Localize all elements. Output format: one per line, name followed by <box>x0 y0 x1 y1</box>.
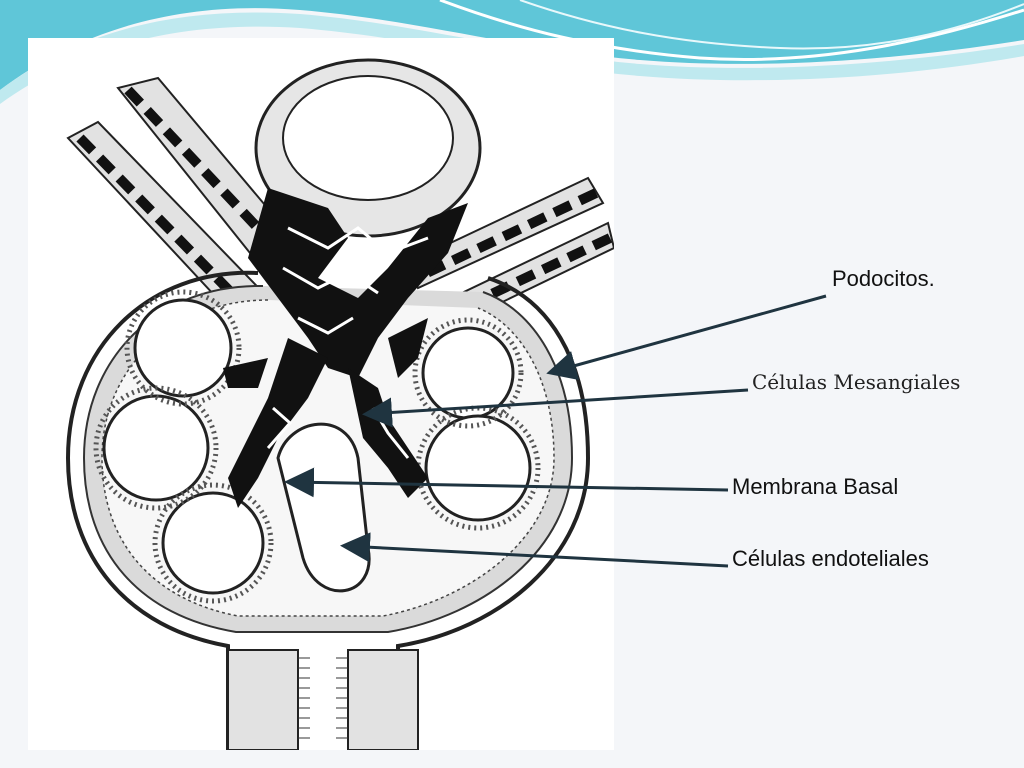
figure-panel <box>28 38 614 750</box>
label-celulas-endoteliales: Células endoteliales <box>732 546 929 571</box>
label-podocitos: Podocitos. <box>832 266 935 291</box>
label-celulas-mesangiales: Células Mesangiales <box>752 370 961 394</box>
label-membrana-basal: Membrana Basal <box>732 474 899 499</box>
glomerulus-illustration-icon <box>65 58 614 750</box>
